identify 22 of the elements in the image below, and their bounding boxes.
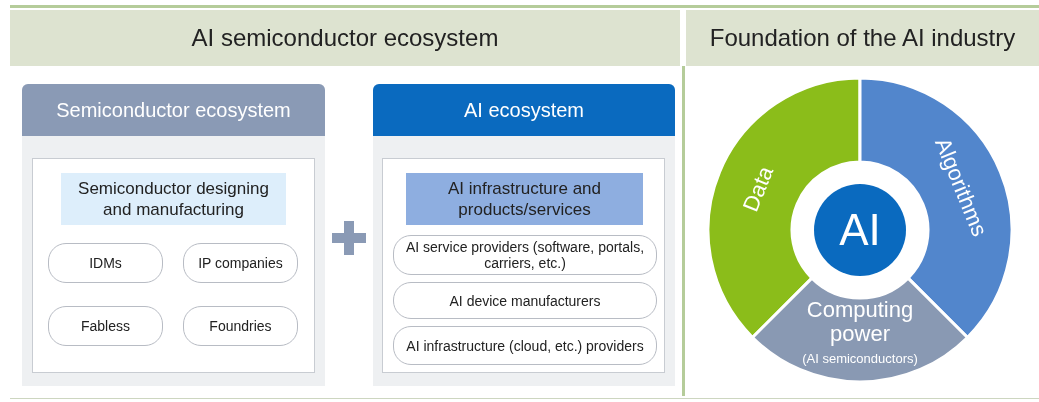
header-band: AI semiconductor ecosystem	[10, 10, 680, 66]
segment-label: (AI semiconductors)	[801, 350, 919, 368]
rounded-box: AI infrastructure (cloud, etc.) providers	[393, 326, 657, 365]
group-box	[382, 158, 665, 373]
panel-header: Semiconductor ecosystem	[22, 84, 325, 136]
segment-label: Data	[737, 162, 779, 216]
header-band: Foundation of the AI industry	[686, 10, 1039, 66]
segment-label: Computing power	[805, 296, 915, 348]
rounded-box: Fabless	[48, 306, 163, 346]
rounded-box: Foundries	[183, 306, 298, 346]
rounded-box: AI service providers (software, portals, carriers, etc.)	[393, 235, 657, 275]
panel-header: AI ecosystem	[373, 84, 675, 136]
center-circle: AI	[814, 184, 906, 276]
rounded-box: IP companies	[183, 243, 298, 283]
section-heading: AI infrastructure and products/services	[406, 173, 643, 225]
section-heading: Semiconductor designing and manufacturing	[61, 173, 286, 225]
donut-segment	[751, 276, 969, 384]
rounded-box: AI device manufacturers	[393, 282, 657, 319]
group-box	[32, 158, 315, 373]
ecosystem-panel	[22, 84, 325, 386]
ecosystem-panel	[373, 84, 675, 386]
rounded-box: IDMs	[48, 243, 163, 283]
